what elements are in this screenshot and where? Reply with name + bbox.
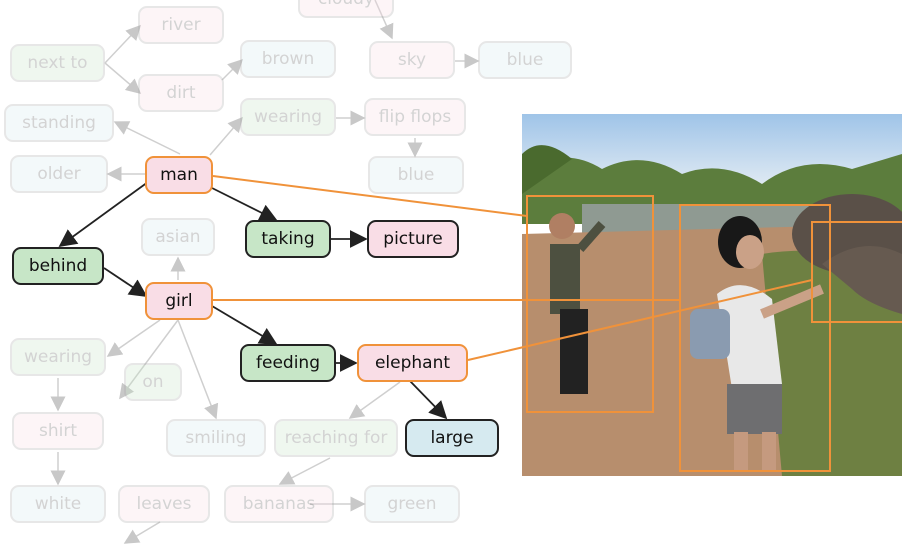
node-elephant: elephant [357, 344, 468, 382]
node-river: river [138, 6, 224, 44]
node-girl: girl [145, 282, 213, 320]
node-wearing-bottom: wearing [10, 338, 106, 376]
node-taking: taking [245, 220, 331, 258]
node-shirt: shirt [12, 412, 104, 450]
node-large: large [405, 419, 499, 457]
node-bananas: bananas [224, 485, 334, 523]
node-man: man [145, 156, 213, 194]
node-green: green [364, 485, 460, 523]
node-next-to: next to [10, 44, 105, 82]
node-blue-sky: blue [478, 41, 572, 79]
node-cloudy: cloudy [298, 0, 394, 18]
node-flip-flops: flip flops [364, 98, 466, 136]
node-feeding: feeding [240, 344, 336, 382]
node-sky: sky [369, 41, 455, 79]
node-on: on [124, 363, 182, 401]
node-asian: asian [141, 218, 215, 256]
node-older: older [10, 155, 108, 193]
node-blue-flops: blue [368, 156, 464, 194]
node-reaching-for: reaching for [274, 419, 398, 457]
node-brown: brown [240, 40, 336, 78]
node-standing: standing [4, 104, 114, 142]
node-dirt: dirt [138, 74, 224, 112]
node-white: white [10, 485, 106, 523]
node-wearing-top: wearing [240, 98, 336, 136]
node-smiling: smiling [166, 419, 266, 457]
node-behind: behind [12, 247, 104, 285]
photo-elephant-feeding [522, 114, 902, 476]
node-picture: picture [367, 220, 459, 258]
node-leaves: leaves [118, 485, 210, 523]
